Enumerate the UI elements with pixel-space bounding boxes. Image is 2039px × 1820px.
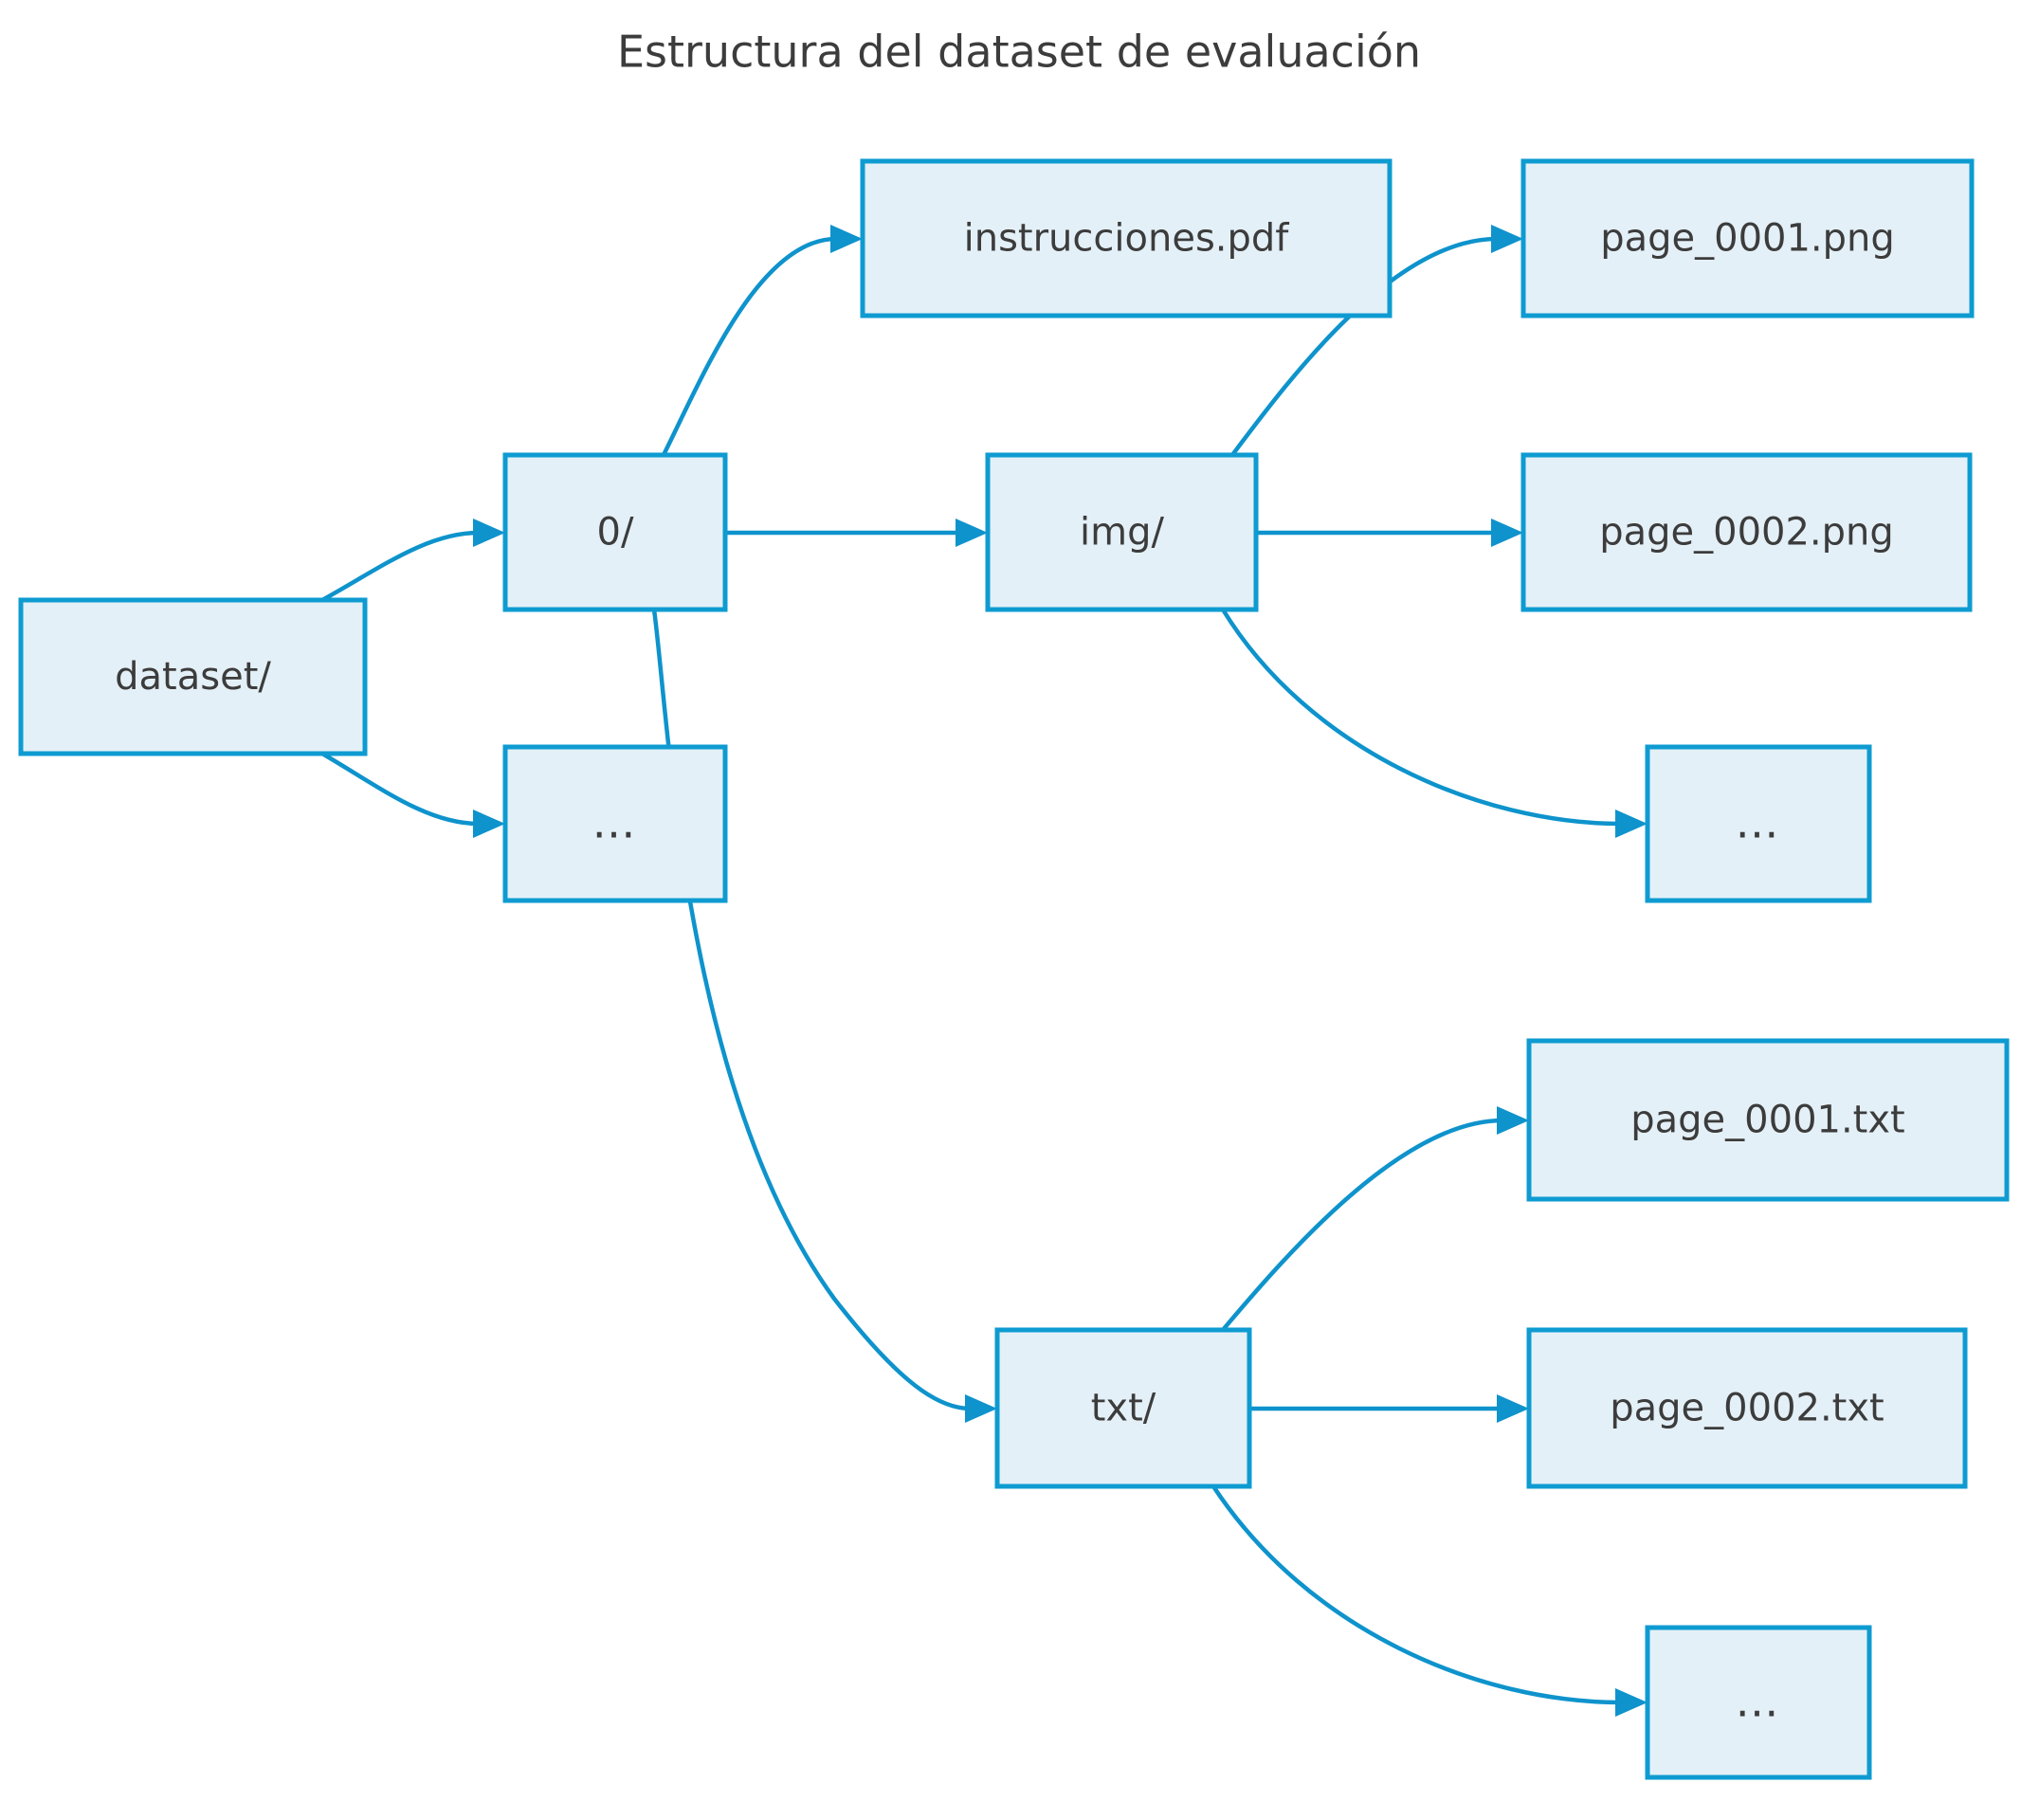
- edge-line: [1211, 1483, 1624, 1705]
- arrowhead-icon: [1615, 1688, 1648, 1717]
- edge-txt-to-txt2: [1247, 1394, 1529, 1423]
- arrowhead-icon: [473, 810, 505, 838]
- nodes-layer: dataset/0/ … instrucciones.pdf img/txt/page…: [18, 158, 2010, 1780]
- node-box[interactable]: [985, 452, 1259, 612]
- node-box[interactable]: [502, 744, 728, 903]
- edge-txt-to-dots_txt: [1211, 1483, 1648, 1717]
- edge-line: [1220, 607, 1624, 827]
- node-label: txt/: [1091, 1387, 1156, 1430]
- node-box[interactable]: [1645, 744, 1872, 903]
- edge-zero-to-txt: [651, 607, 997, 1423]
- edge-img-to-dots_img: [1220, 607, 1648, 838]
- node-label: page_0001.png: [1600, 217, 1895, 261]
- edge-line: [1220, 1118, 1505, 1333]
- edge-zero-to-instr: [661, 225, 863, 458]
- page-title: Estructura del dataset de evaluación: [617, 27, 1421, 78]
- node-label: page_0002.png: [1599, 511, 1894, 555]
- edge-dataset-to-dots_top: [319, 751, 505, 838]
- edge-dataset-to-zero: [319, 519, 505, 603]
- node-txt[interactable]: txt/: [994, 1327, 1252, 1489]
- edge-zero-to-img: [722, 519, 988, 547]
- edge-line: [319, 530, 482, 603]
- edge-txt-to-txt1: [1220, 1106, 1529, 1333]
- arrowhead-icon: [473, 519, 505, 547]
- arrowhead-icon: [830, 225, 863, 253]
- node-dataset[interactable]: dataset/: [18, 597, 368, 756]
- arrowhead-icon: [1491, 519, 1523, 547]
- node-zero[interactable]: 0/: [502, 452, 728, 612]
- edge-img-to-png2: [1253, 519, 1523, 547]
- edge-line: [1229, 236, 1500, 458]
- node-png1[interactable]: page_0001.png: [1520, 158, 1975, 318]
- node-box[interactable]: [860, 158, 1393, 318]
- node-box[interactable]: [1526, 1327, 1968, 1489]
- node-label: …: [1736, 797, 1782, 848]
- arrowhead-icon: [956, 519, 988, 547]
- node-instr[interactable]: instrucciones.pdf: [860, 158, 1393, 318]
- node-label: page_0002.txt: [1610, 1387, 1884, 1430]
- arrowhead-icon: [1497, 1394, 1529, 1423]
- node-label: …: [1736, 1676, 1782, 1727]
- node-label: 0/: [597, 511, 634, 555]
- node-label: …: [592, 797, 639, 848]
- node-label: instrucciones.pdf: [964, 217, 1290, 261]
- node-box[interactable]: [1526, 1038, 2010, 1202]
- edge-img-to-png1: [1229, 225, 1523, 458]
- node-dots_top[interactable]: …: [502, 744, 728, 903]
- node-box[interactable]: [1520, 452, 1973, 612]
- node-dots_txt[interactable]: …: [1645, 1625, 1872, 1780]
- edge-line: [651, 607, 974, 1411]
- node-box[interactable]: [18, 597, 368, 756]
- node-box[interactable]: [994, 1327, 1252, 1489]
- node-box[interactable]: [502, 452, 728, 612]
- node-txt1[interactable]: page_0001.txt: [1526, 1038, 2010, 1202]
- node-box[interactable]: [1645, 1625, 1872, 1780]
- edges-layer: [319, 225, 1648, 1717]
- arrowhead-icon: [1491, 225, 1523, 253]
- node-png2[interactable]: page_0002.png: [1520, 452, 1973, 612]
- node-dots_img[interactable]: …: [1645, 744, 1872, 903]
- arrowhead-icon: [965, 1394, 997, 1423]
- node-label: dataset/: [115, 655, 271, 699]
- edge-line: [319, 751, 482, 827]
- edge-line: [661, 236, 839, 458]
- arrowhead-icon: [1615, 810, 1648, 838]
- node-label: img/: [1080, 511, 1164, 555]
- node-box[interactable]: [1520, 158, 1975, 318]
- arrowhead-icon: [1497, 1106, 1529, 1135]
- node-label: page_0001.txt: [1630, 1099, 1904, 1142]
- node-txt2[interactable]: page_0002.txt: [1526, 1327, 1968, 1489]
- node-img[interactable]: img/: [985, 452, 1259, 612]
